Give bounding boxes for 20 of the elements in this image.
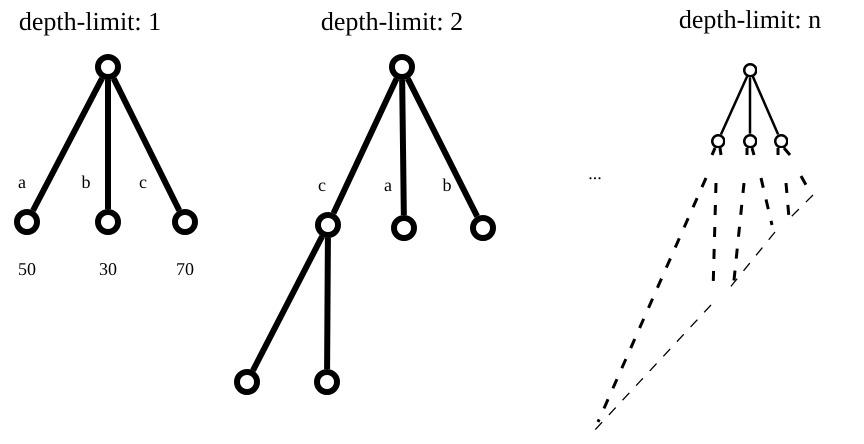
tree-edge xyxy=(250,235,325,372)
leaf-value: 70 xyxy=(176,260,194,278)
tree-edge xyxy=(111,77,182,212)
tree-edge xyxy=(752,76,780,135)
leaf-value: 30 xyxy=(99,260,117,278)
tree-edge xyxy=(324,238,331,370)
tree-edge xyxy=(748,77,752,134)
leaf-value: 50 xyxy=(18,260,36,278)
ellipsis-text: ... xyxy=(588,164,602,182)
tree-edge xyxy=(105,80,111,209)
tree-heading: depth-limit: 2 xyxy=(320,9,464,35)
edge-label: b xyxy=(442,176,452,194)
edge-label: b xyxy=(82,173,90,191)
tree-edge xyxy=(720,76,748,135)
tree-edge xyxy=(399,80,407,216)
tree-edge xyxy=(330,78,400,214)
tree-heading: depth-limit: n xyxy=(678,7,822,33)
tree-heading: depth-limit: 1 xyxy=(18,9,162,35)
tree-edge xyxy=(30,77,105,212)
tree-edge xyxy=(405,77,480,218)
